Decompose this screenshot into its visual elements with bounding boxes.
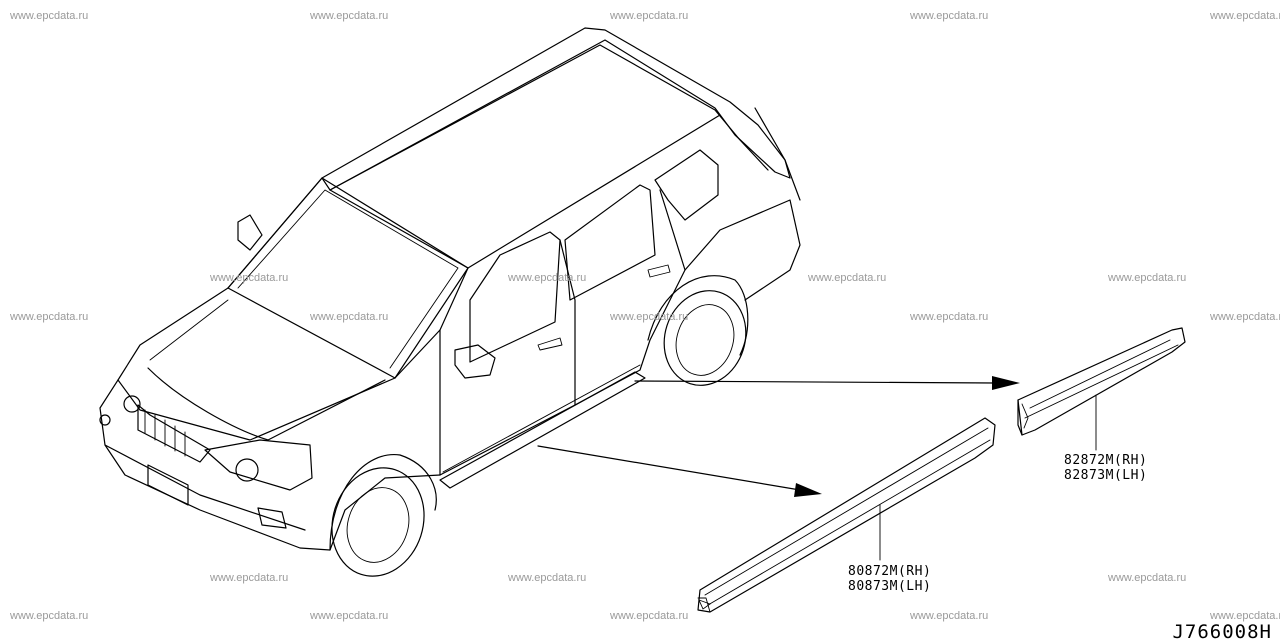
- watermark: www.epcdata.ru: [910, 10, 989, 22]
- watermark: www.epcdata.ru: [1108, 272, 1187, 284]
- arrow-lower: [537, 445, 822, 497]
- watermark: www.epcdata.ru: [610, 10, 689, 22]
- watermark: www.epcdata.ru: [910, 610, 989, 622]
- watermark: www.epcdata.ru: [610, 311, 689, 323]
- part-number-lh: 82873M(LH): [1064, 468, 1148, 483]
- watermark: www.epcdata.ru: [1108, 572, 1187, 584]
- watermark: www.epcdata.ru: [610, 610, 689, 622]
- part-label-rear-moulding: 82872M(RH) 82873M(LH): [1064, 453, 1147, 483]
- diagram-code: J766008H: [1172, 621, 1272, 643]
- watermark: www.epcdata.ru: [10, 311, 89, 323]
- arrow-upper: [634, 376, 1020, 390]
- watermark: www.epcdata.ru: [910, 311, 989, 323]
- vehicle-drawing: [99, 27, 801, 577]
- part-label-sill-moulding: 80872M(RH) 80873M(LH): [848, 564, 931, 594]
- sill-moulding-part: [697, 417, 996, 613]
- watermark: www.epcdata.ru: [310, 311, 389, 323]
- watermark: www.epcdata.ru: [310, 610, 389, 622]
- watermark: www.epcdata.ru: [508, 572, 587, 584]
- part-number-lh: 80873M(LH): [848, 579, 932, 594]
- rear-moulding-part: [1017, 327, 1186, 451]
- watermark: www.epcdata.ru: [808, 272, 887, 284]
- watermark: www.epcdata.ru: [10, 610, 89, 622]
- part-number-rh: 80872M(RH): [848, 564, 932, 579]
- watermark: www.epcdata.ru: [1210, 10, 1280, 22]
- watermark: www.epcdata.ru: [210, 272, 289, 284]
- watermark: www.epcdata.ru: [210, 572, 289, 584]
- watermark: www.epcdata.ru: [10, 10, 89, 22]
- part-number-rh: 82872M(RH): [1064, 453, 1148, 468]
- watermark: www.epcdata.ru: [508, 272, 587, 284]
- watermark: www.epcdata.ru: [310, 10, 389, 22]
- watermark: www.epcdata.ru: [1210, 610, 1280, 622]
- watermark: www.epcdata.ru: [1210, 311, 1280, 323]
